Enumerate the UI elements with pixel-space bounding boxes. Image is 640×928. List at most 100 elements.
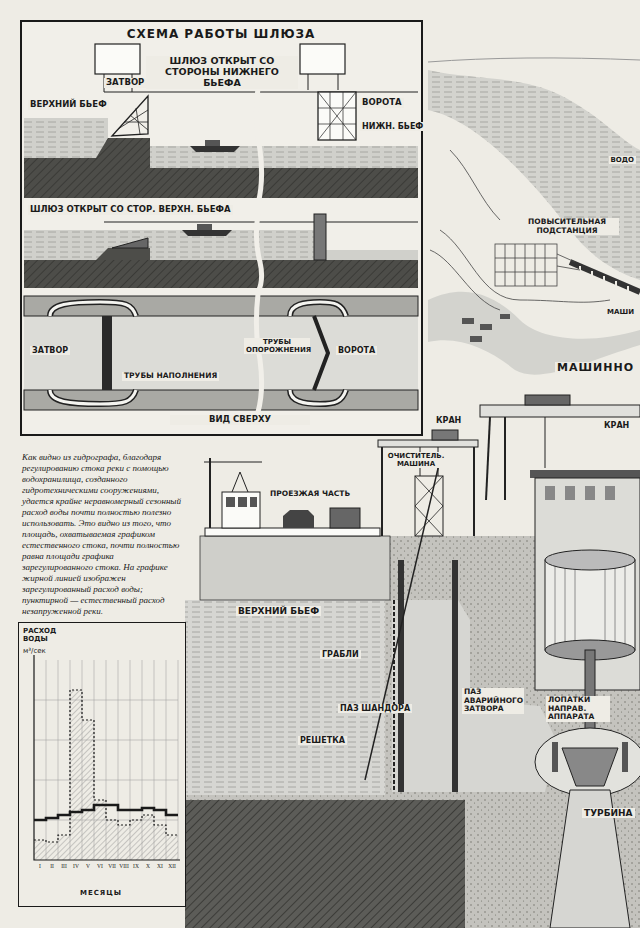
part-label: ЛОПАТКИ НАПРАВ. АППАРАТА — [546, 696, 610, 722]
hydrograph — [34, 690, 178, 842]
lock-section-upper-open — [24, 260, 418, 288]
axis-tick: III — [57, 863, 71, 869]
road-traffic — [232, 472, 248, 492]
landscape — [462, 314, 510, 342]
lock-top-view — [24, 316, 418, 390]
powerhouse — [545, 560, 635, 650]
lock-top-view — [50, 390, 136, 404]
lock-top-view — [24, 294, 418, 412]
part-label: ПАЗ АВАРИЙНОГО ЗАТВОРА — [462, 688, 524, 714]
cranes — [378, 440, 478, 447]
lock-section-lower-open — [150, 146, 418, 168]
cranes — [504, 417, 506, 500]
part-label: ПОВЫСИТЕЛЬНАЯ ПОДСТАНЦИЯ — [515, 218, 619, 235]
axis-tick: V — [81, 863, 95, 869]
cranes — [486, 417, 490, 500]
part-label: РЕШЕТКА — [298, 736, 347, 745]
lock-section-upper-open — [256, 214, 261, 292]
part-label: ЗАТВОР — [104, 78, 146, 88]
lock-section-lower-open — [190, 146, 240, 152]
lock-section-lower-open — [112, 96, 148, 136]
hydrograph — [34, 660, 178, 860]
landscape — [428, 292, 640, 375]
hydrograph — [34, 655, 180, 860]
lock-top-view — [50, 302, 136, 316]
lock-top-view — [290, 390, 346, 404]
lock-section-upper-open — [104, 221, 418, 222]
panel-heading: СХЕМА РАБОТЫ ШЛЮЗА — [22, 28, 420, 42]
road-traffic — [283, 510, 314, 528]
landscape — [570, 262, 640, 292]
lock-inset-frame — [95, 44, 140, 74]
lock-section-lower-open — [150, 146, 418, 168]
landscape — [557, 254, 580, 270]
lock-section-upper-open — [314, 214, 326, 260]
hydrograph — [34, 655, 180, 860]
part-label: МАШИННО — [555, 362, 636, 375]
panel-heading: МЕСЯЦЫ — [19, 889, 183, 897]
axis-tick: VIII — [117, 863, 131, 869]
landscape — [500, 314, 510, 319]
cranes — [480, 405, 640, 417]
landscape — [428, 58, 640, 375]
landscape — [480, 324, 492, 330]
cranes — [415, 476, 443, 536]
road-traffic — [238, 497, 247, 507]
part-label: ВЕРХНИЙ БЬЕФ — [28, 100, 109, 110]
lock-section-lower-open — [104, 91, 418, 92]
landscape — [450, 150, 500, 220]
lock-section-lower-open — [24, 138, 418, 198]
dam-section — [200, 536, 390, 600]
road-traffic — [250, 497, 257, 507]
part-label: ТУРБИНА — [582, 808, 635, 818]
cranes — [473, 447, 475, 536]
part-label: ВОРОТА — [360, 98, 404, 108]
road-traffic — [330, 508, 360, 528]
part-label: ВОРОТА — [336, 346, 377, 355]
part-label: ШЛЮЗ ОТКРЫТ СО СТОР. ВЕРХН. БЬЕФА — [28, 205, 233, 215]
lock-top-view — [24, 390, 418, 410]
powerhouse — [530, 470, 640, 478]
lock-section-upper-open — [24, 230, 320, 260]
landscape — [428, 58, 640, 62]
dam-section — [392, 600, 556, 792]
landscape — [495, 244, 557, 286]
lock-section-lower-open — [24, 138, 418, 198]
road-traffic — [204, 462, 262, 463]
powerhouse — [622, 742, 628, 772]
lock-section-lower-open — [24, 118, 108, 158]
powerhouse — [545, 550, 635, 570]
axis-tick: XI — [153, 863, 167, 869]
lock-top-view — [290, 302, 346, 316]
lock-section-lower-open — [256, 88, 261, 204]
lock-top-view — [290, 390, 346, 404]
lock-top-view — [102, 316, 112, 390]
part-label: КРАН — [602, 421, 631, 430]
lock-top-view — [50, 390, 136, 404]
lock-section-upper-open — [24, 248, 418, 288]
part-label: КРАН — [434, 416, 463, 425]
lock-section-lower-open — [318, 92, 356, 140]
lock-top-view — [290, 302, 346, 316]
part-label: ТРУБЫ ОПОРОЖНЕНИЯ — [244, 338, 310, 354]
lock-inset-frame — [20, 20, 422, 436]
lock-inset-frame — [308, 74, 309, 90]
hydrograph — [34, 805, 178, 820]
part-label: ВОДО — [609, 156, 636, 164]
axis-tick: VI — [93, 863, 107, 869]
lock-top-view — [50, 302, 346, 404]
part-label: ОЧИСТИТЕЛЬ. МАШИНА — [384, 452, 448, 468]
landscape — [428, 70, 640, 280]
part-label: ЗАТВОР — [30, 346, 70, 355]
cranes — [381, 447, 383, 536]
lock-section-upper-open — [197, 224, 212, 230]
axis-tick: IX — [129, 863, 143, 869]
axis-tick: I — [33, 863, 47, 869]
dam-section — [185, 460, 640, 928]
lock-inset-frame — [338, 74, 339, 90]
powerhouse — [605, 486, 615, 500]
dam-section — [205, 528, 380, 536]
powerhouse — [585, 486, 595, 500]
road-traffic — [222, 492, 260, 528]
powerhouse — [545, 486, 555, 500]
